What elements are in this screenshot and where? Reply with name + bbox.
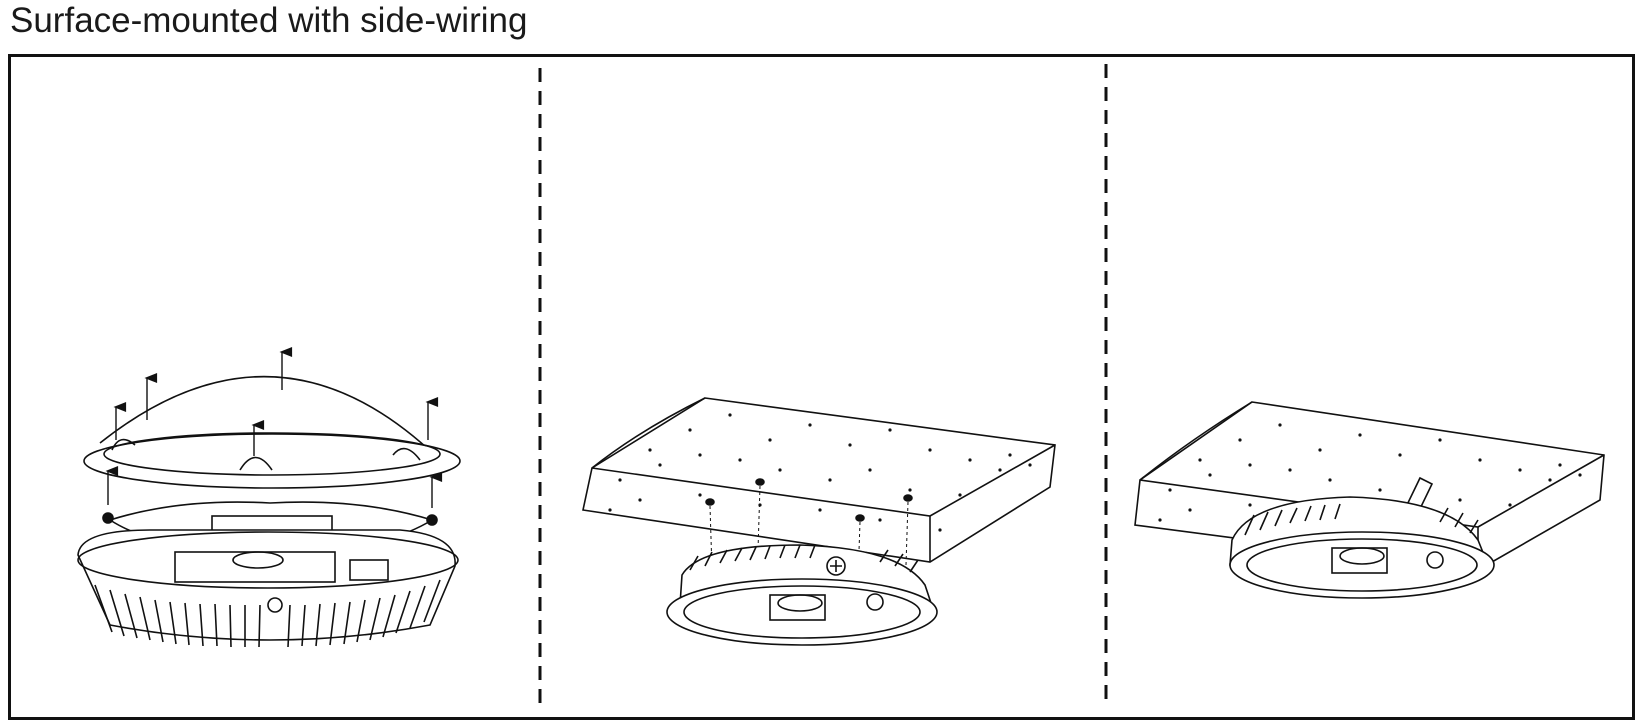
luminaire-housing-open [666,544,938,646]
panel-mounted [1134,401,1605,599]
ceiling-texture [608,413,1032,532]
ceiling-slab [582,397,1056,563]
page-title: Surface-mounted with side-wiring [10,1,528,40]
ceiling-texture-2 [1158,423,1582,522]
diagram-frame [8,54,1635,720]
panel-fix-to-ceiling [582,397,1056,646]
dome-cover [83,375,461,489]
luminaire-housing-mounted [1229,496,1495,599]
panel-remove-cover [77,346,461,648]
luminaire-housing [77,529,459,648]
